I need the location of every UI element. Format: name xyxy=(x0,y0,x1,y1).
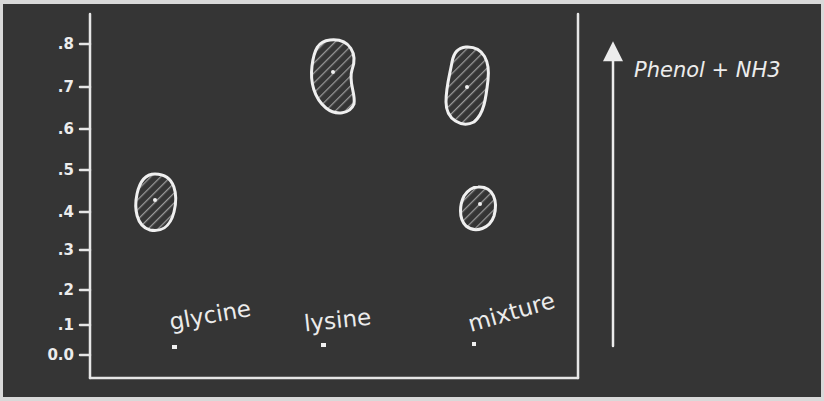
solvent-label: Phenol + NH3 xyxy=(634,60,781,81)
axis-tick-label: 0.0 xyxy=(47,348,74,363)
axis-tick-label: .1 xyxy=(58,318,74,333)
axis-tick-label: .6 xyxy=(58,122,74,137)
axis-tick-label: .3 xyxy=(58,243,74,258)
sample-label: lysine xyxy=(303,305,372,335)
axis-tick-label: .7 xyxy=(58,80,74,95)
axis-tick-label: .8 xyxy=(58,37,74,52)
axis-tick-label: .2 xyxy=(58,283,74,298)
axis-tick-label: .4 xyxy=(58,205,74,220)
axis-tick-label: .5 xyxy=(58,163,74,178)
